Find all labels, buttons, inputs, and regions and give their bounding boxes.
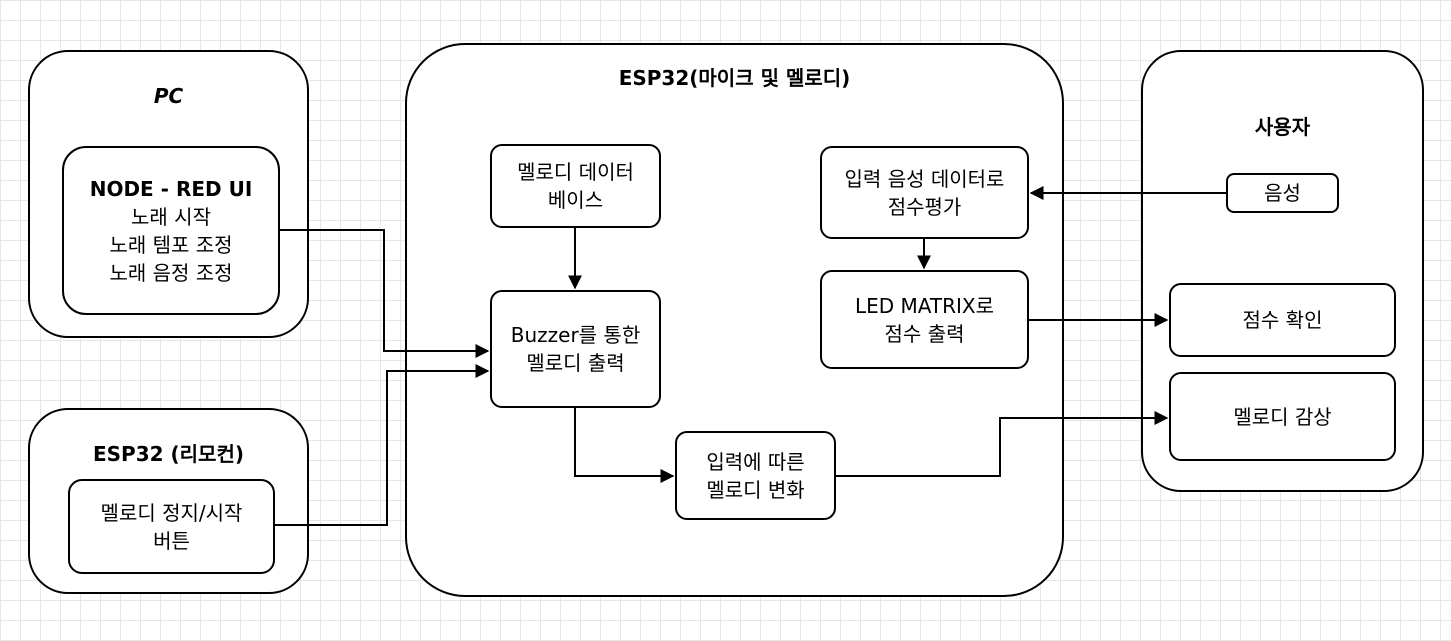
node-red-ui-heading: NODE - RED UI — [89, 176, 253, 201]
node-red-ui-line: 노래 시작 — [131, 204, 211, 229]
voice-label: 음성 — [1264, 181, 1301, 205]
check-score-box: 점수 확인 — [1169, 283, 1396, 357]
remote-title: ESP32 (리모컨) — [92, 442, 244, 466]
melody-change-line: 입력에 따른 — [706, 449, 805, 474]
score-eval-line: 입력 음성 데이터로 — [844, 166, 1005, 191]
remote-button-line: 멜로디 정지/시작 — [100, 500, 243, 525]
buzzer-line: Buzzer를 통한 — [510, 323, 641, 347]
melody-db-line: 멜로디 데이터 — [517, 160, 634, 184]
remote-button-line: 버튼 — [153, 528, 190, 553]
melody-change-line: 멜로디 변화 — [706, 477, 805, 502]
led-matrix-box: LED MATRIX로 점수 출력 — [820, 270, 1029, 369]
score-evaluation-box: 입력 음성 데이터로 점수평가 — [820, 146, 1029, 239]
melody-change-box: 입력에 따른 멜로디 변화 — [675, 431, 836, 520]
score-eval-line: 점수평가 — [887, 194, 962, 219]
appreciate-melody-label: 멜로디 감상 — [1233, 404, 1332, 429]
node-red-ui-line: 노래 템포 조정 — [109, 232, 233, 257]
node-red-ui-box: NODE - RED UI 노래 시작 노래 템포 조정 노래 음정 조정 — [62, 146, 280, 315]
node-red-ui-line: 노래 음정 조정 — [109, 260, 233, 285]
check-score-label: 점수 확인 — [1242, 308, 1323, 332]
melody-database-box: 멜로디 데이터 베이스 — [490, 144, 661, 228]
melody-db-line: 베이스 — [547, 188, 604, 212]
buzzer-output-box: Buzzer를 통한 멜로디 출력 — [490, 290, 661, 408]
voice-box: 음성 — [1226, 173, 1339, 213]
led-matrix-line: LED MATRIX로 — [854, 293, 995, 318]
buzzer-line: 멜로디 출력 — [526, 351, 625, 375]
led-matrix-line: 점수 출력 — [884, 321, 965, 346]
appreciate-melody-box: 멜로디 감상 — [1169, 372, 1396, 461]
esp32-title: ESP32(마이크 및 멜로디) — [618, 66, 851, 90]
user-title: 사용자 — [1254, 115, 1311, 139]
pc-title: PC — [153, 84, 184, 108]
melody-stop-start-button-box: 멜로디 정지/시작 버튼 — [68, 479, 275, 574]
